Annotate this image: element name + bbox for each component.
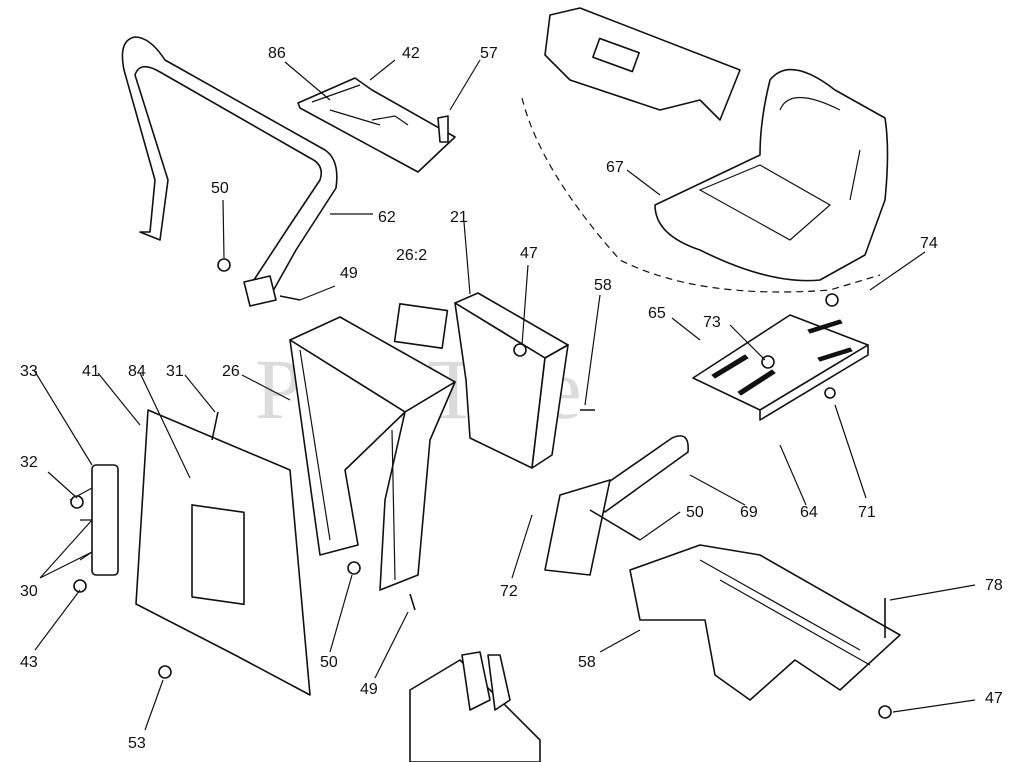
part-frame (409, 651, 541, 762)
leaders (33, 59, 976, 731)
callout-73: 73 (703, 314, 721, 331)
callout-50-c: 50 (320, 654, 338, 671)
part-seat-cover (544, 7, 741, 121)
callout-labels: 86 42 57 50 62 49 21 26:2 47 58 67 74 65… (20, 45, 1003, 752)
part-64-tube (544, 435, 689, 576)
callout-78: 72 (500, 583, 518, 600)
part-43-base (629, 544, 901, 701)
callout-72: 71 (858, 504, 876, 521)
callout-26-2: 26:2 (396, 247, 427, 264)
callout-30: 30 (20, 583, 38, 600)
callout-32: 32 (20, 454, 38, 471)
part-65-seat-plate (692, 314, 869, 421)
callout-58: 58 (594, 277, 612, 294)
part-26-2-decal (393, 303, 449, 349)
callout-69: 50 (686, 504, 704, 521)
callout-21: 21 (450, 209, 468, 226)
callout-64: 69 (740, 504, 758, 521)
callout-50: 50 (211, 180, 229, 197)
callout-58-b: 78 (985, 577, 1003, 594)
callout-33: 33 (20, 363, 38, 380)
hardware (70, 258, 892, 719)
seat-switch-wire (521, 97, 881, 293)
callout-57: 57 (480, 45, 498, 62)
callout-47: 47 (520, 245, 538, 262)
part-21-panel (454, 292, 569, 469)
part-67-seat (654, 68, 889, 282)
part-41-panel (135, 409, 311, 696)
callout-84: 84 (128, 363, 146, 380)
callout-50-b: 43 (20, 654, 38, 671)
part-62-rollbar (121, 36, 338, 307)
callout-41: 41 (82, 363, 100, 380)
callout-49-b: 49 (360, 681, 378, 698)
callout-53: 53 (128, 735, 146, 752)
callout-43: 58 (578, 654, 596, 671)
callout-86: 86 (268, 45, 286, 62)
callout-62: 62 (378, 209, 396, 226)
part-33-hinge (69, 464, 119, 576)
callout-26: 26 (222, 363, 240, 380)
callout-74: 74 (920, 235, 938, 252)
callout-47-b: 47 (985, 690, 1003, 707)
callout-67: 67 (606, 159, 624, 176)
callout-42: 42 (402, 45, 420, 62)
part-42-plate (297, 77, 456, 173)
part-26-console (289, 316, 456, 591)
callout-71: 64 (800, 504, 818, 521)
callout-31: 31 (166, 363, 184, 380)
callout-49: 49 (340, 265, 358, 282)
callout-65: 65 (648, 305, 666, 322)
